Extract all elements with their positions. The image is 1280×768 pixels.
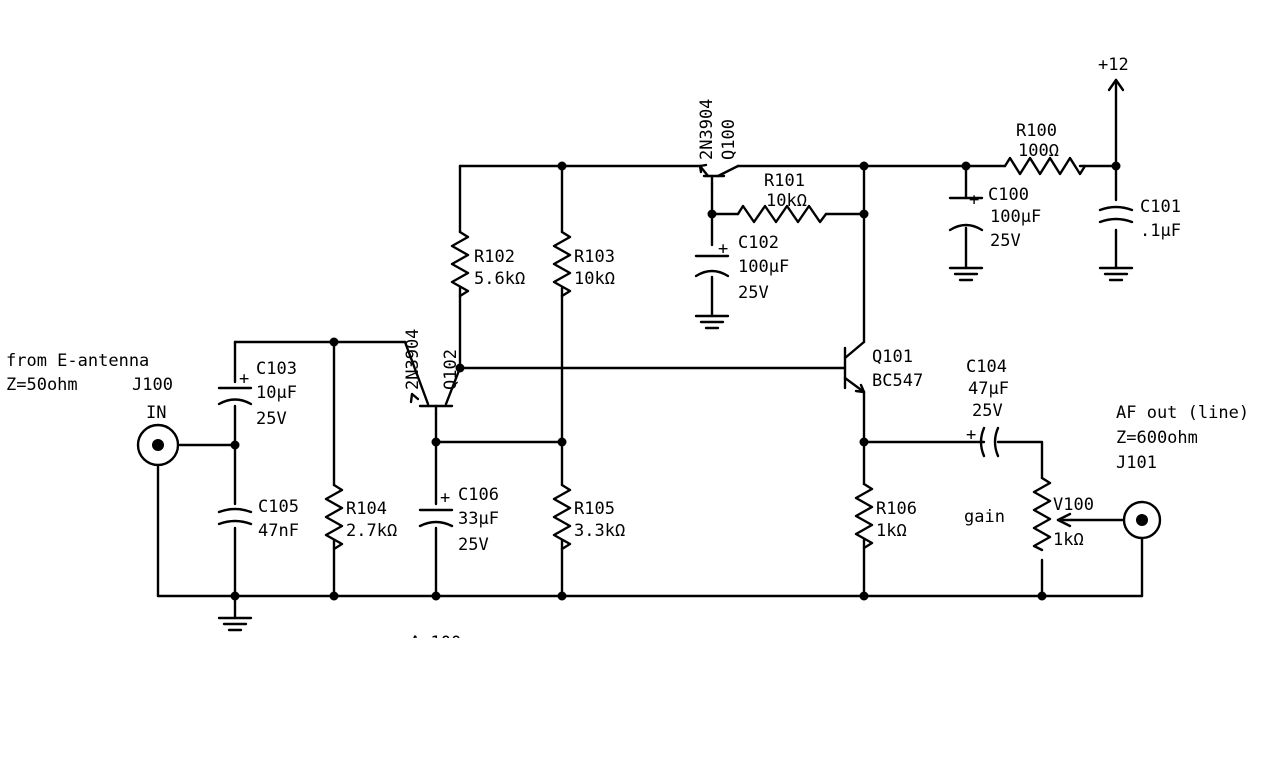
ground-symbols [217, 266, 1134, 632]
amp-label-clip: A=100 [410, 633, 461, 653]
c102-rating: 25V [738, 283, 769, 303]
c104-value: 47μF [968, 379, 1009, 399]
r100-value: 100Ω [1018, 141, 1059, 161]
input-note-2: Z=50ohm [6, 375, 78, 395]
c105-value: 47nF [258, 521, 299, 541]
r101-value: 10kΩ [766, 191, 807, 211]
supply-label: +12 [1098, 55, 1129, 75]
c103-value: 10μF [256, 383, 297, 403]
connector-j100: from E-antenna Z=50ohm J100 IN [6, 351, 180, 467]
ground-icon [1098, 266, 1134, 282]
gain-label: gain [964, 507, 1005, 527]
r102-ref: R102 [474, 247, 515, 267]
transistor-q102: 2N3904 Q102 [403, 329, 462, 416]
c106-value: 33μF [458, 509, 499, 529]
c103-rating: 25V [256, 409, 287, 429]
c104-rating: 25V [972, 401, 1003, 421]
v100-value: 1kΩ [1053, 530, 1084, 550]
c100-ref: C100 [988, 185, 1029, 205]
output-note-1: AF out (line) [1116, 403, 1249, 423]
ground-icon [694, 314, 730, 330]
r105-ref: R105 [574, 499, 615, 519]
j100-name: IN [146, 403, 166, 423]
c106-rating: 25V [458, 535, 489, 555]
arrow-up-icon [1107, 78, 1125, 92]
c100-plus: + [969, 190, 979, 210]
q101-part: BC547 [872, 371, 923, 391]
r101-ref: R101 [764, 171, 805, 191]
c102-plus: + [718, 239, 728, 259]
r104-ref: R104 [346, 499, 387, 519]
c105-ref: C105 [258, 497, 299, 517]
q102-part: 2N3904 [403, 329, 423, 390]
r100-ref: R100 [1016, 121, 1057, 141]
c101-ref: C101 [1140, 197, 1181, 217]
resistor-r101: R101 10kΩ [736, 171, 828, 224]
c106-ref: C106 [458, 485, 499, 505]
c101-value: .1μF [1140, 221, 1181, 241]
r106-value: 1kΩ [876, 521, 907, 541]
c103-ref: C103 [256, 359, 297, 379]
potentiometer-v100: V100 1kΩ gain [964, 476, 1094, 552]
r105-value: 3.3kΩ [574, 521, 625, 541]
capacitor-c101: C101 .1μF [1098, 197, 1181, 241]
r103-ref: R103 [574, 247, 615, 267]
ground-icon [217, 616, 253, 632]
c100-value: 100μF [990, 207, 1041, 227]
amp-label: A=100 [410, 633, 461, 653]
c104-ref: C104 [966, 357, 1007, 377]
ground-icon [948, 266, 984, 282]
wires [156, 78, 1144, 620]
q101-ref: Q101 [872, 347, 913, 367]
junction-dots [230, 161, 1121, 601]
q100-part: 2N3904 [697, 99, 717, 160]
input-note-1: from E-antenna [6, 351, 149, 371]
resistor-r104: R104 2.7kΩ [324, 483, 397, 551]
j101-ref: J101 [1116, 453, 1157, 473]
capacitor-c100: + C100 100μF 25V [948, 185, 1041, 251]
resistor-r103: R103 10kΩ [552, 230, 615, 298]
c106-plus: + [440, 488, 450, 508]
c104-plus: + [966, 425, 976, 445]
v100-ref: V100 [1053, 495, 1094, 515]
c102-ref: C102 [738, 233, 779, 253]
transistor-q100: 2N3904 Q100 [697, 99, 740, 186]
capacitor-c105: C105 47nF [217, 497, 299, 541]
connector-j101: AF out (line) Z=600ohm J101 [1116, 403, 1249, 540]
j100-ref: J100 [132, 375, 173, 395]
resistor-r106: R106 1kΩ [854, 482, 917, 550]
capacitor-c106: + C106 33μF 25V [418, 485, 499, 555]
capacitor-c102: + C102 100μF 25V [694, 233, 789, 303]
c100-rating: 25V [990, 231, 1021, 251]
q102-ref: Q102 [441, 349, 461, 390]
r106-ref: R106 [876, 499, 917, 519]
capacitor-c104: + C104 47μF 25V [966, 357, 1009, 458]
r104-value: 2.7kΩ [346, 521, 397, 541]
output-note-2: Z=600ohm [1116, 428, 1198, 448]
resistor-r100: R100 100Ω [1003, 121, 1087, 176]
q100-ref: Q100 [719, 119, 739, 160]
resistor-r105: R105 3.3kΩ [552, 483, 625, 551]
r102-value: 5.6kΩ [474, 269, 525, 289]
r103-value: 10kΩ [574, 269, 615, 289]
resistor-r102: R102 5.6kΩ [450, 230, 525, 298]
supply-12v: +12 [1098, 55, 1129, 92]
capacitor-c103: + C103 10μF 25V [217, 359, 297, 429]
c102-value: 100μF [738, 257, 789, 277]
c103-plus: + [239, 369, 249, 389]
transistor-q101: Q101 BC547 [843, 340, 923, 394]
